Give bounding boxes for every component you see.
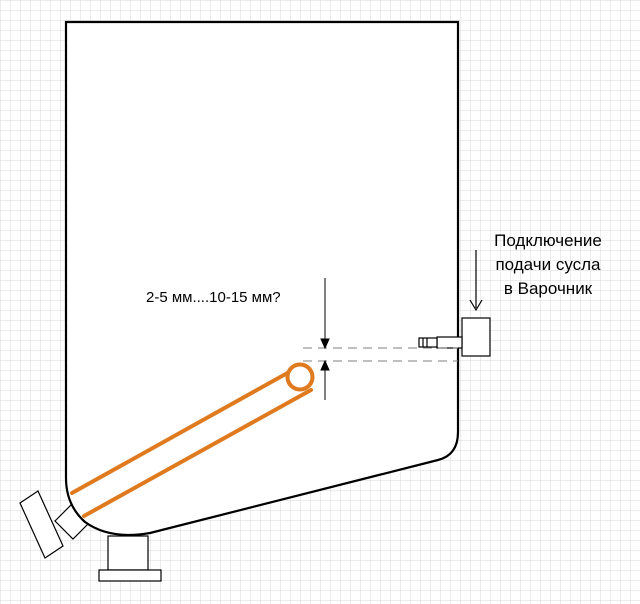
inlet-fitting <box>418 317 491 357</box>
bottom-outlet-fitting <box>98 535 162 582</box>
connection-label-line3: в Варочник <box>504 279 593 298</box>
connection-label-line2: подачи сусла <box>495 255 601 274</box>
dashed-reference-lines <box>303 347 458 362</box>
callout-arrow <box>469 250 483 312</box>
dimension-label: 2-5 мм....10-15 мм? <box>146 289 281 306</box>
dimension-arrows <box>320 278 330 400</box>
orange-pipe <box>70 362 315 518</box>
tank-outline <box>64 20 460 536</box>
connection-label-line1: Подключение <box>494 231 602 250</box>
